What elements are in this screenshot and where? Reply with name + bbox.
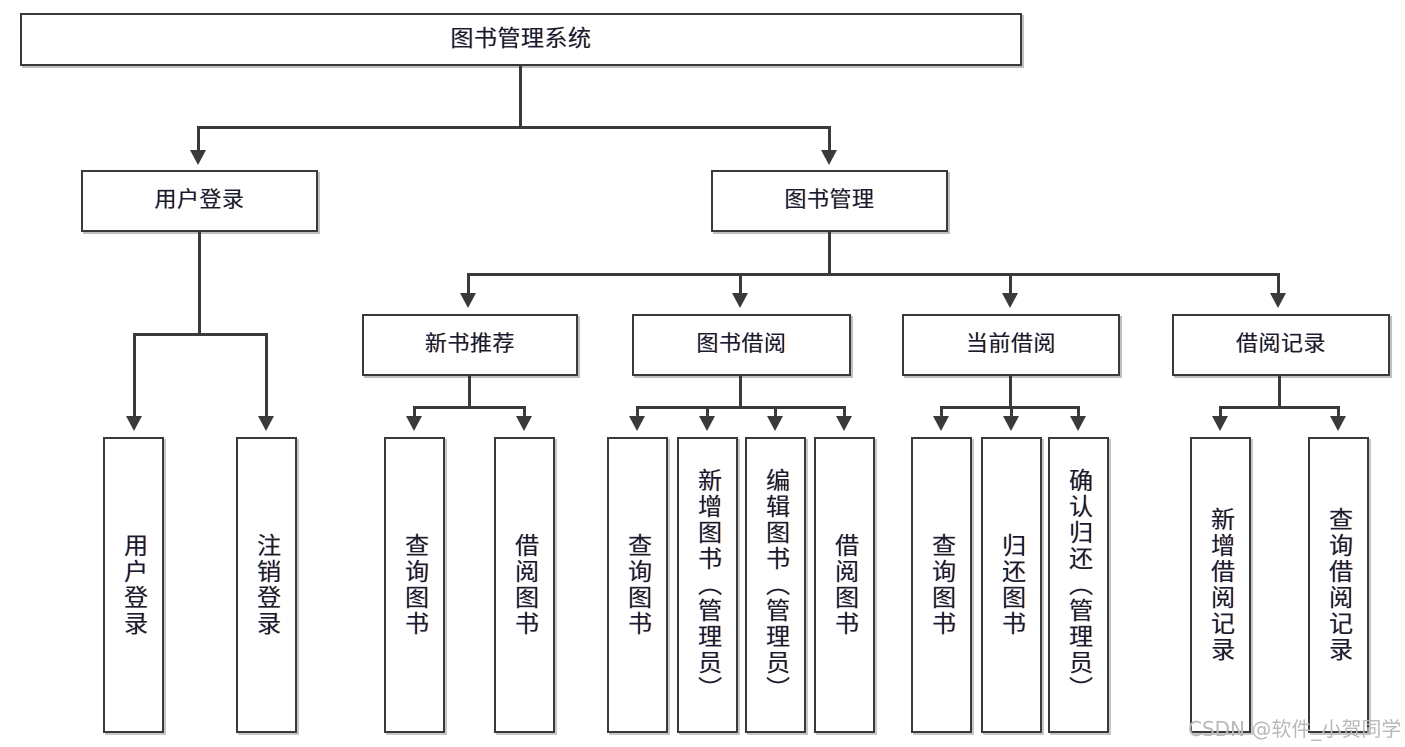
node-user-login[interactable]: 用户登录 bbox=[81, 170, 318, 232]
leaf-label: 用户登录 bbox=[119, 533, 148, 637]
leaf-query-book-current[interactable]: 查询图书 bbox=[911, 437, 972, 733]
connector-book-mgmt-stem bbox=[828, 232, 831, 275]
leaf-query-book-recommend[interactable]: 查询图书 bbox=[384, 437, 445, 733]
connector-current-borrow-to-leaf-1 bbox=[940, 406, 943, 418]
connector-new-book-stem bbox=[468, 376, 471, 408]
arrow-to-leaf-add-book bbox=[699, 416, 715, 431]
arrow-to-leaf-return-book bbox=[1003, 416, 1019, 431]
connector-root-to-user-login bbox=[197, 126, 200, 152]
arrow-to-leaf-logout bbox=[258, 416, 274, 431]
node-current-borrow[interactable]: 当前借阅 bbox=[902, 314, 1120, 376]
connector-root-bar bbox=[197, 126, 831, 129]
connector-new-book-to-leaf-2 bbox=[523, 406, 526, 418]
arrow-to-leaf-borrow-book-1 bbox=[516, 416, 532, 431]
connector-user-login-stem bbox=[198, 232, 201, 335]
leaf-label: 借阅图书 bbox=[830, 533, 859, 637]
connector-book-borrow-to-leaf-4 bbox=[843, 406, 846, 418]
leaf-label: 查询借阅记录 bbox=[1324, 507, 1353, 663]
leaf-label: 新增借阅记录 bbox=[1206, 507, 1235, 663]
arrow-to-leaf-query-book-3 bbox=[933, 416, 949, 431]
connector-root-stem bbox=[519, 66, 522, 128]
leaf-query-book-borrow[interactable]: 查询图书 bbox=[607, 437, 668, 733]
connector-book-borrow-stem bbox=[739, 376, 742, 408]
leaf-label: 注销登录 bbox=[252, 533, 281, 637]
node-label: 当前借阅 bbox=[965, 332, 1056, 358]
leaf-borrow-book-recommend[interactable]: 借阅图书 bbox=[494, 437, 555, 733]
connector-book-mgmt-to-new-book bbox=[467, 273, 470, 295]
csdn-watermark: CSDN @软件_小贺同学 bbox=[1188, 717, 1402, 741]
leaf-user-login[interactable]: 用户登录 bbox=[103, 437, 164, 733]
connector-book-mgmt-to-borrow-record bbox=[1277, 273, 1280, 295]
arrow-to-new-book-recommend bbox=[460, 293, 476, 308]
connector-book-borrow-to-leaf-3 bbox=[774, 406, 777, 418]
connector-new-book-to-leaf-1 bbox=[413, 406, 416, 418]
connector-borrow-record-stem bbox=[1278, 376, 1281, 408]
arrow-to-current-borrow bbox=[1002, 293, 1018, 308]
leaf-label: 新增图书（管理员） bbox=[693, 468, 722, 702]
arrow-to-leaf-query-book-1 bbox=[406, 416, 422, 431]
node-label: 图书借阅 bbox=[696, 332, 787, 358]
node-label: 用户登录 bbox=[154, 188, 245, 214]
arrow-to-book-borrow bbox=[732, 293, 748, 308]
connector-current-borrow-stem bbox=[1009, 376, 1012, 408]
arrow-to-book-mgmt bbox=[821, 150, 837, 165]
connector-book-mgmt-to-book-borrow bbox=[739, 273, 742, 295]
leaf-add-book[interactable]: 新增图书（管理员） bbox=[677, 437, 738, 733]
connector-new-book-bar bbox=[413, 406, 526, 409]
arrow-to-leaf-edit-book bbox=[767, 416, 783, 431]
arrow-to-leaf-user-login bbox=[126, 416, 142, 431]
arrow-to-leaf-add-record bbox=[1212, 416, 1228, 431]
connector-borrow-record-bar bbox=[1219, 406, 1340, 409]
arrow-to-leaf-borrow-book-2 bbox=[836, 416, 852, 431]
node-label: 图书管理系统 bbox=[450, 26, 592, 53]
node-book-management[interactable]: 图书管理 bbox=[711, 170, 948, 232]
leaf-label: 查询图书 bbox=[400, 533, 429, 637]
connector-book-borrow-to-leaf-1 bbox=[636, 406, 639, 418]
connector-book-borrow-to-leaf-2 bbox=[706, 406, 709, 418]
connector-user-login-bar bbox=[133, 333, 268, 336]
leaf-label: 归还图书 bbox=[997, 533, 1026, 637]
leaf-logout[interactable]: 注销登录 bbox=[236, 437, 297, 733]
connector-book-borrow-bar bbox=[636, 406, 846, 409]
node-label: 图书管理 bbox=[784, 188, 875, 214]
leaf-return-book[interactable]: 归还图书 bbox=[981, 437, 1042, 733]
leaf-label: 查询图书 bbox=[623, 533, 652, 637]
arrow-to-leaf-query-record bbox=[1330, 416, 1346, 431]
leaf-query-borrow-record[interactable]: 查询借阅记录 bbox=[1308, 437, 1369, 733]
leaf-label: 确认归还（管理员） bbox=[1064, 468, 1093, 702]
connector-user-login-to-leaf-1 bbox=[133, 333, 136, 418]
connector-borrow-record-to-leaf-2 bbox=[1337, 406, 1340, 418]
leaf-label: 查询图书 bbox=[927, 533, 956, 637]
connector-book-mgmt-bar bbox=[467, 273, 1280, 276]
node-label: 新书推荐 bbox=[424, 332, 515, 358]
node-book-borrow[interactable]: 图书借阅 bbox=[632, 314, 851, 376]
connector-root-to-book-mgmt bbox=[828, 126, 831, 152]
node-new-book-recommend[interactable]: 新书推荐 bbox=[362, 314, 578, 376]
leaf-label: 借阅图书 bbox=[510, 533, 539, 637]
arrow-to-borrow-record bbox=[1270, 293, 1286, 308]
arrow-to-leaf-confirm-return bbox=[1070, 416, 1086, 431]
arrow-to-user-login bbox=[190, 150, 206, 165]
node-root-system[interactable]: 图书管理系统 bbox=[20, 13, 1022, 66]
leaf-borrow-book[interactable]: 借阅图书 bbox=[814, 437, 875, 733]
arrow-to-leaf-query-book-2 bbox=[629, 416, 645, 431]
connector-borrow-record-to-leaf-1 bbox=[1219, 406, 1222, 418]
connector-current-borrow-to-leaf-3 bbox=[1077, 406, 1080, 418]
node-label: 借阅记录 bbox=[1235, 332, 1326, 358]
leaf-add-borrow-record[interactable]: 新增借阅记录 bbox=[1190, 437, 1251, 733]
leaf-label: 编辑图书（管理员） bbox=[761, 468, 790, 702]
connector-book-mgmt-to-current-borrow bbox=[1009, 273, 1012, 295]
connector-current-borrow-to-leaf-2 bbox=[1010, 406, 1013, 418]
node-borrow-record[interactable]: 借阅记录 bbox=[1172, 314, 1390, 376]
leaf-confirm-return[interactable]: 确认归还（管理员） bbox=[1048, 437, 1109, 733]
leaf-edit-book[interactable]: 编辑图书（管理员） bbox=[745, 437, 806, 733]
connector-user-login-to-leaf-2 bbox=[265, 333, 268, 418]
